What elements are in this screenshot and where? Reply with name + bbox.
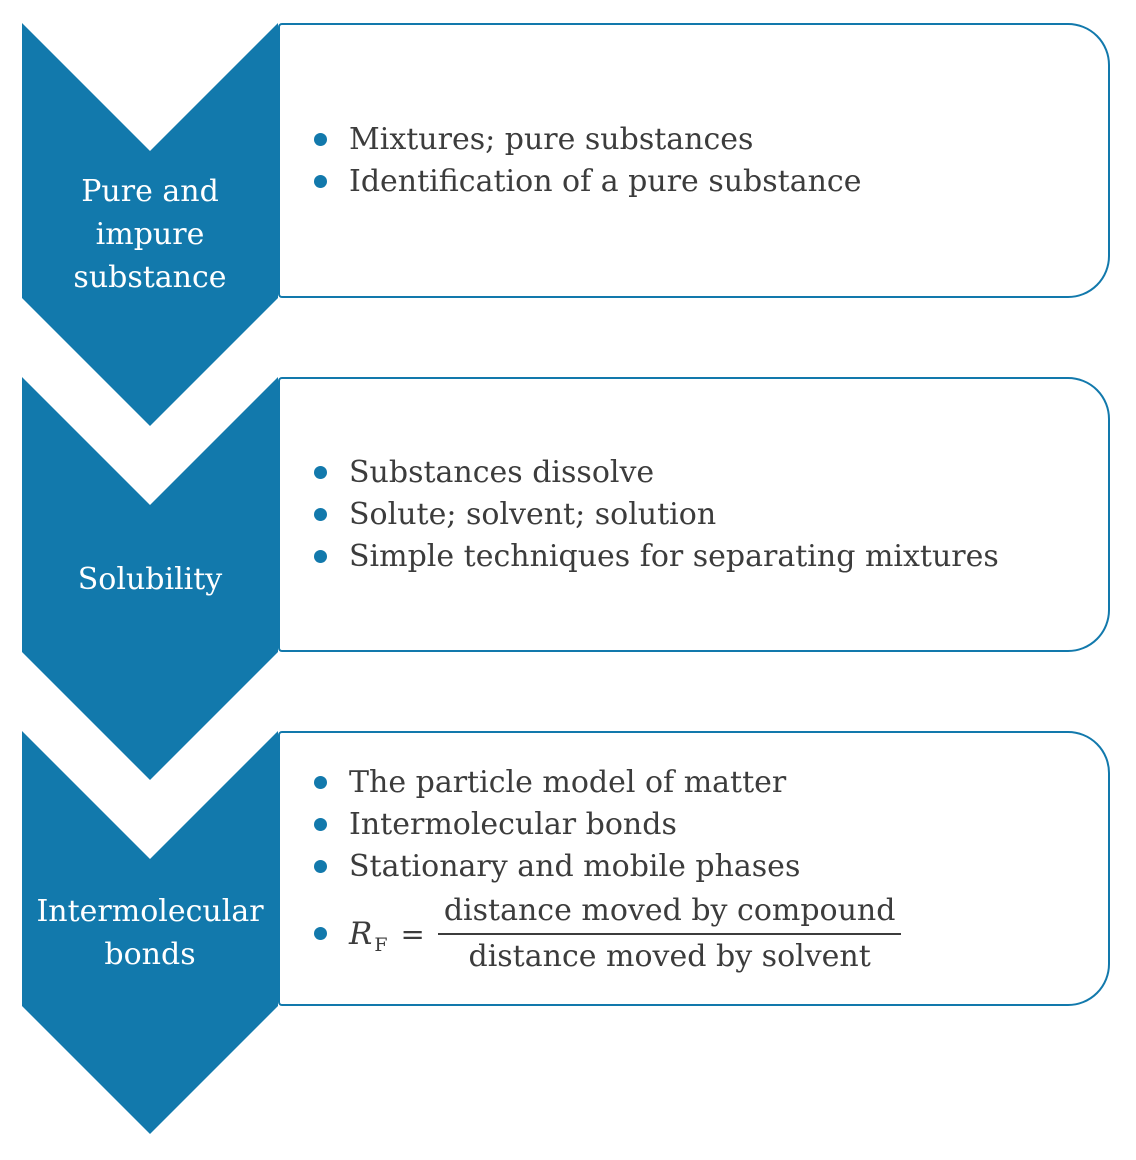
bullet-icon [314,550,327,563]
rf-formula: R F = distance moved by compound distanc… [314,892,1072,976]
list-item: Solute; solvent; solution [314,494,1072,536]
list-item: The particle model of matter [314,762,1072,804]
bullet-text: The particle model of matter [349,765,787,800]
rf-subscript: F [374,933,388,956]
list-item: Intermolecular bonds [314,804,1072,846]
bullet-text: Mixtures; pure substances [349,122,754,157]
list-item: Identification of a pure substance [314,161,1072,203]
list-item: Simple techniques for separating mixture… [314,536,1072,578]
bullet-text: Simple techniques for separating mixture… [349,539,999,574]
chevron-label-intermolecular-bonds: Intermolecular bonds [36,894,264,972]
bullet-icon [314,927,327,940]
chevron-label-solubility: Solubility [77,562,223,597]
bullet-text: Identification of a pure substance [349,164,862,199]
bullet-icon [314,133,327,146]
bullet-icon [314,776,327,789]
list-item: Mixtures; pure substances [314,119,1072,161]
list-item: Substances dissolve [314,452,1072,494]
fraction-denominator: distance moved by solvent [468,938,871,974]
fraction: distance moved by compound distance move… [437,892,902,976]
chevron-label-pure-impure-substance: Pure and impure substance [73,174,227,295]
chevron-arrow-1 [22,23,278,426]
bullet-icon [314,508,327,521]
content-box-solubility: Substances dissolve Solute; solvent; sol… [278,377,1110,652]
bullet-icon [314,175,327,188]
bullet-text: Substances dissolve [349,455,655,490]
content-box-pure-impure-substance: Mixtures; pure substances Identification… [278,23,1110,298]
content-box-intermolecular-bonds: The particle model of matter Intermolecu… [278,731,1110,1006]
rf-symbol: R [349,915,373,952]
bullet-text: Solute; solvent; solution [349,497,717,532]
fraction-numerator: distance moved by compound [437,892,902,935]
list-item: Stationary and mobile phases [314,846,1072,888]
chevron-arrow-3 [22,731,278,1134]
bullet-text: Intermolecular bonds [349,807,677,842]
bullet-text: Stationary and mobile phases [349,849,801,884]
bullet-icon [314,466,327,479]
equals-sign: = [400,916,425,951]
bullet-icon [314,818,327,831]
bullet-icon [314,860,327,873]
chevron-arrow-2 [22,377,278,780]
